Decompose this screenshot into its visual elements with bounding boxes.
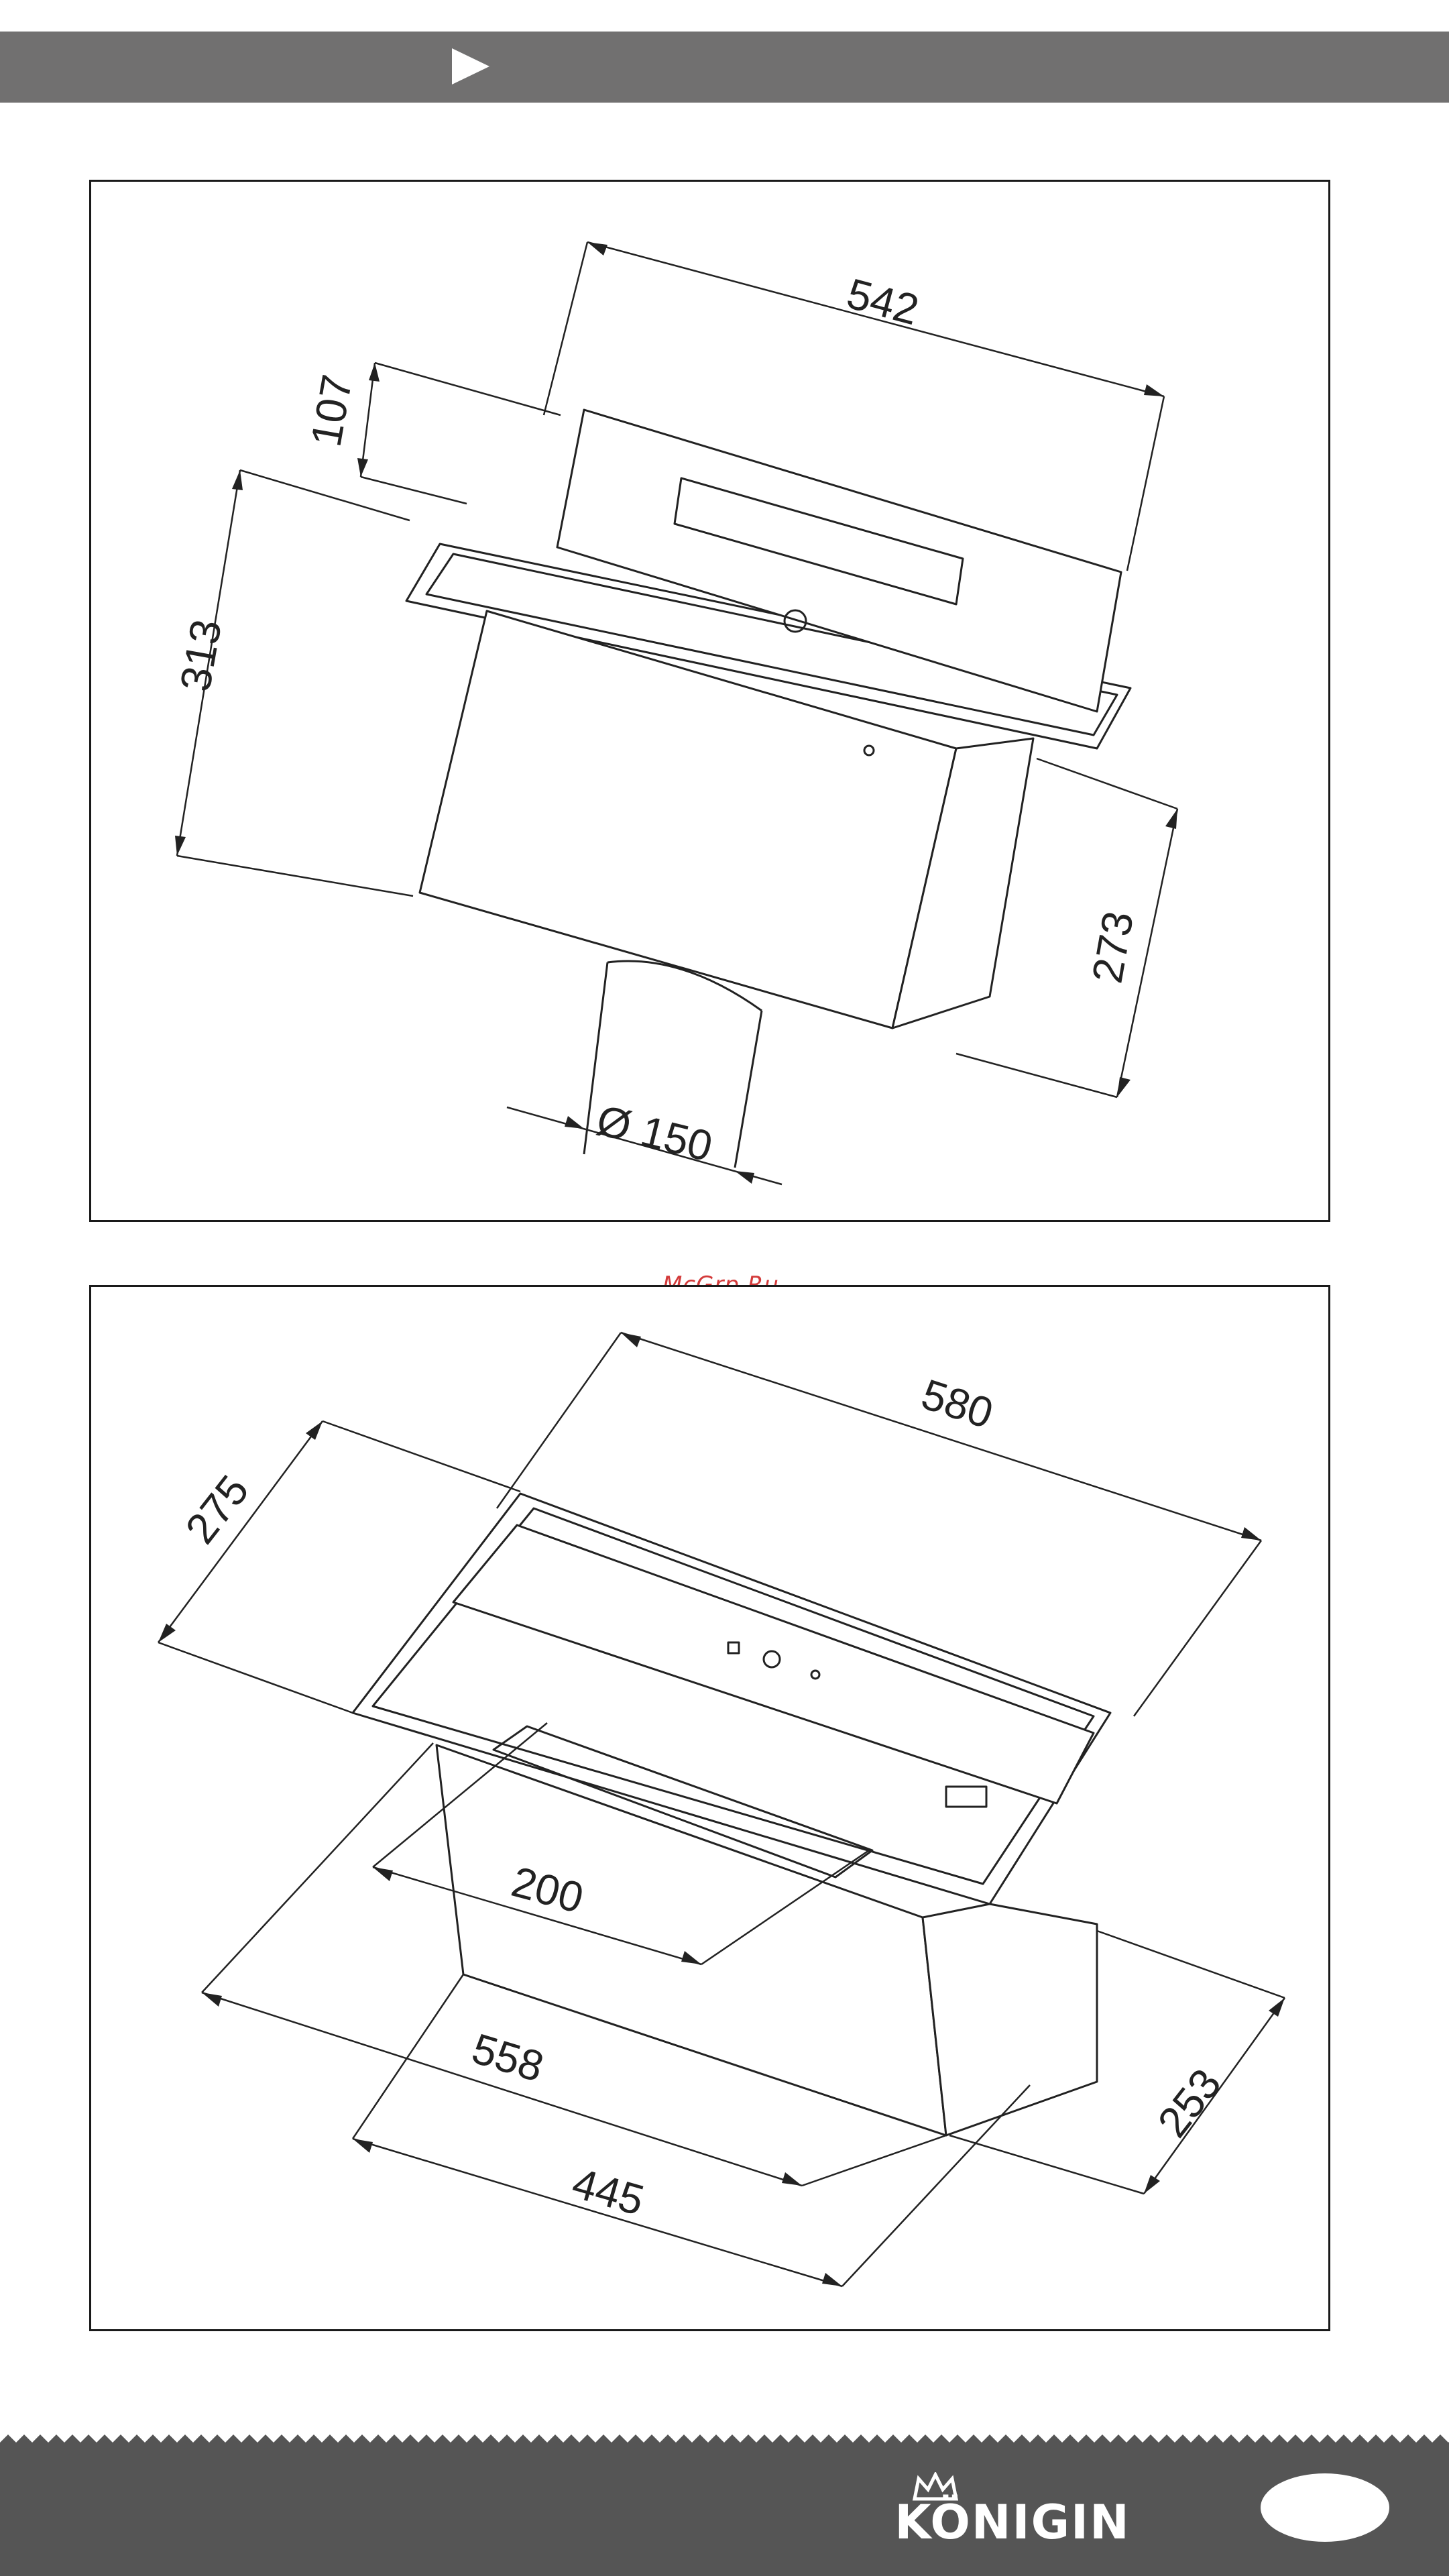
dim-label-313: 313 (171, 616, 231, 695)
dim-label-542: 542 (842, 269, 924, 334)
page-number (1261, 2473, 1389, 2542)
figure-panel-bottom: 580 275 200 558 445 253 (89, 1285, 1330, 2331)
footer-bar (0, 2434, 1449, 2576)
hood-drawing-raised: 542 107 313 273 Ø 150 (91, 182, 1332, 1224)
dim-label-273: 273 (1083, 907, 1143, 987)
figure-panel-top: 542 107 313 273 Ø 150 (89, 180, 1330, 1222)
dim-label-253: 253 (1148, 2060, 1230, 2145)
brand-logo: KÖNIGIN (885, 2492, 1140, 2553)
hood-drawing-flush: 580 275 200 558 445 253 (91, 1287, 1332, 2333)
dim-label-445: 445 (567, 2159, 649, 2225)
dim-label-580: 580 (916, 1369, 999, 1437)
dim-label-275: 275 (176, 1466, 257, 1552)
dim-label-diameter: Ø 150 (592, 1096, 717, 1171)
play-arrow-icon (451, 47, 491, 86)
dim-label-107: 107 (302, 371, 361, 450)
header-bar (0, 32, 1449, 103)
